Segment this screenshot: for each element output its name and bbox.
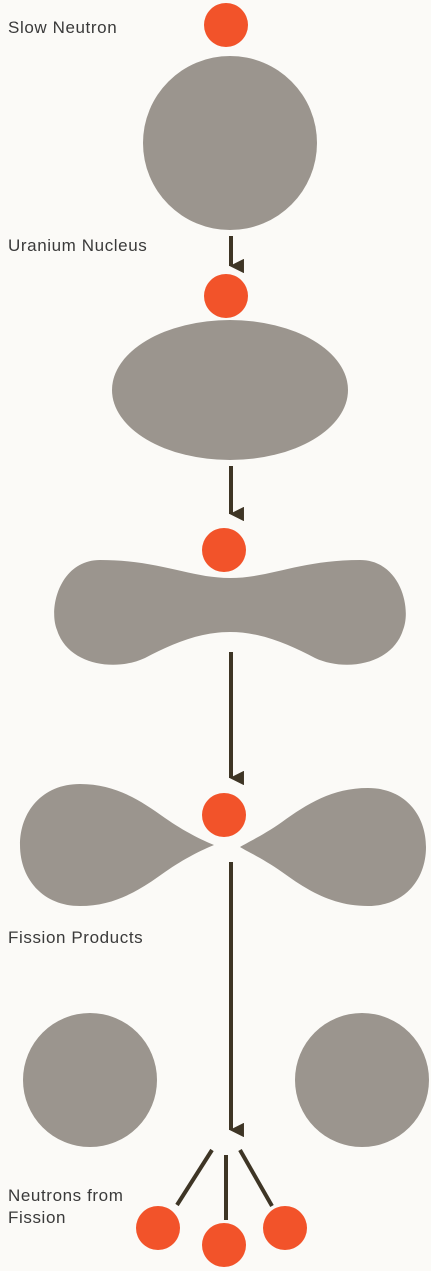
fission-product-left [23,1013,157,1147]
slow-neutron-label: Slow Neutron [8,17,117,39]
emitted-neutron-center [202,1223,246,1267]
splitting-fragment-right [240,788,426,906]
emission-ray-left [177,1150,212,1205]
emission-ray-right [240,1150,272,1206]
elongated-nucleus [112,320,348,460]
fission-products-label: Fission Products [8,927,143,949]
neutron-stage-3 [202,528,246,572]
emitted-neutron-left [136,1206,180,1250]
splitting-fragment-left [20,784,214,906]
fission-product-right [295,1013,429,1147]
neutrons-from-fission-label: Neutrons from Fission [8,1185,124,1229]
absorbed-neutron [204,274,248,318]
slow-neutron [204,3,248,47]
neutron-stage-4 [202,793,246,837]
emitted-neutron-right [263,1206,307,1250]
uranium-nucleus-label: Uranium Nucleus [8,235,147,257]
dumbbell-nucleus [54,560,406,665]
uranium-nucleus [143,56,317,230]
